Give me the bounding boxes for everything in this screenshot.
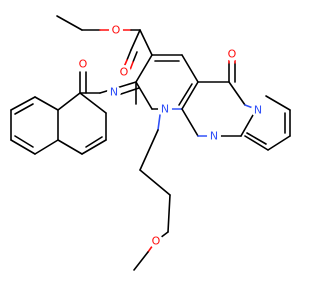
molecule-drawing: O O O O O N N N xyxy=(10,15,291,271)
atom-label-n: N xyxy=(110,86,118,99)
bond xyxy=(181,108,199,137)
atom-labels: O O O O O N N N xyxy=(76,23,265,248)
bond xyxy=(34,139,59,155)
bond xyxy=(265,95,291,111)
bond xyxy=(10,96,36,111)
bond xyxy=(181,54,199,83)
ethyl-group xyxy=(56,15,113,31)
bond xyxy=(79,92,107,114)
atom-label-o: O xyxy=(79,58,88,71)
naphthalene xyxy=(10,92,107,155)
bond xyxy=(167,194,171,233)
atom-o-methoxy: O xyxy=(149,234,163,248)
bond xyxy=(132,51,138,63)
atom-label-o: O xyxy=(120,66,129,79)
bond xyxy=(57,139,83,155)
atom-n-ring-bridge: N xyxy=(207,129,221,143)
atom-n-ring-pyrido: N xyxy=(251,103,265,117)
atom-label-n: N xyxy=(254,104,262,117)
atom-n-imine: N xyxy=(107,85,121,99)
structure-diagram: O O O O O N N N xyxy=(10,15,291,271)
atom-label-o: O xyxy=(228,48,237,61)
atom-o-ester-carbonyl: O xyxy=(117,65,131,79)
bond xyxy=(14,103,34,115)
atom-o-ring-ketone: O xyxy=(225,47,239,61)
central-ring xyxy=(135,54,199,110)
bond xyxy=(56,15,83,31)
bond xyxy=(240,114,254,137)
pyrido-ring xyxy=(244,95,291,151)
bond xyxy=(85,136,103,148)
atom-label-o: O xyxy=(152,235,161,248)
bond xyxy=(130,29,141,51)
bond xyxy=(34,96,59,111)
bond xyxy=(157,114,161,131)
bond xyxy=(81,139,107,155)
bond xyxy=(126,49,132,61)
bond xyxy=(228,81,246,106)
bond xyxy=(14,135,34,148)
bond xyxy=(139,29,153,56)
bond xyxy=(117,87,140,96)
bond xyxy=(181,81,199,110)
bond xyxy=(10,139,36,155)
bond xyxy=(139,129,159,171)
bond xyxy=(135,81,153,110)
ketone-ring xyxy=(181,59,254,137)
bond xyxy=(267,135,291,151)
atom-n-ring-1: N xyxy=(158,102,172,116)
atom-label-n: N xyxy=(210,130,218,143)
bond xyxy=(133,251,149,271)
atom-label-n: N xyxy=(161,103,169,116)
atom-o-ester-ether: O xyxy=(109,23,123,37)
atom-o-amide: O xyxy=(76,57,90,71)
bond xyxy=(246,132,267,145)
atom-label-o: O xyxy=(112,24,121,37)
bond xyxy=(244,135,269,151)
bond xyxy=(129,61,134,71)
bond xyxy=(139,169,171,196)
bond xyxy=(178,83,193,106)
bond xyxy=(135,54,153,83)
bond xyxy=(57,92,81,111)
